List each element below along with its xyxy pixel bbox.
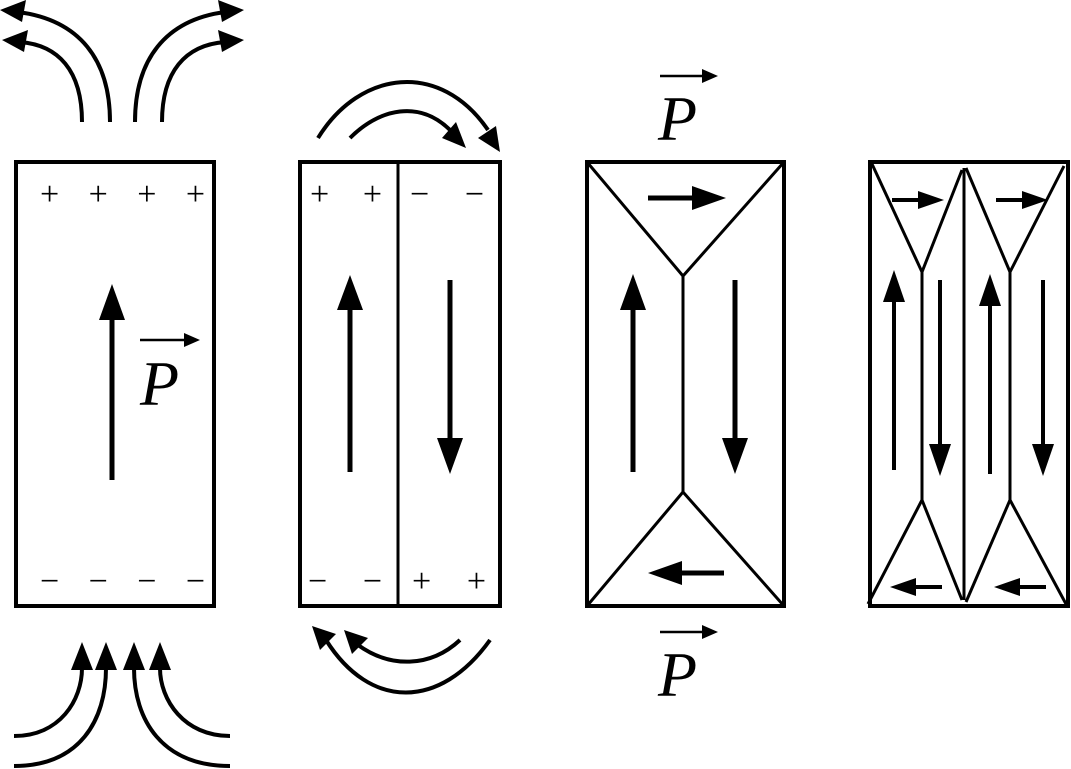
stray-field-bottom (13, 642, 231, 768)
p-symbol-bottom-3: P (657, 639, 697, 710)
bottom-right-charges: + + (412, 563, 486, 600)
top-charges: + + + + (40, 176, 205, 213)
arrows-up-4 (883, 270, 1001, 474)
top-right-charges: − − (410, 176, 484, 213)
crystal-box-1 (14, 160, 216, 608)
panel-single-domain: + + + + − − − − P (0, 0, 244, 768)
panel-closure-domains: P P (585, 69, 786, 710)
arrow-right-top-3 (648, 186, 726, 210)
panel-multi-closure-domains (866, 160, 1070, 608)
polarization-label-1: P (139, 333, 200, 419)
bottom-left-charges: − − (308, 563, 382, 600)
polarization-arrow-down-2 (437, 280, 463, 474)
crystal-box-4 (868, 160, 1070, 608)
top-left-charges: + + (310, 176, 382, 213)
arrows-left-bottom-4 (890, 578, 1046, 596)
polarization-arrow-up-2 (337, 275, 363, 472)
panel-two-domains: + + − − − − + + (298, 80, 502, 695)
p-symbol-1: P (139, 348, 179, 419)
arrows-right-top-4 (892, 191, 1048, 209)
polarization-arrow-up (99, 284, 125, 480)
closure-walls-3 (585, 161, 786, 607)
closure-walls-4 (866, 163, 1068, 605)
polarization-label-top-3: P (657, 69, 718, 154)
stray-field-top (0, 0, 244, 123)
arrows-down-4 (929, 280, 1054, 476)
polarization-label-bottom-3: P (657, 625, 718, 710)
crystal-box-3 (585, 160, 786, 608)
p-symbol-top-3: P (657, 83, 697, 154)
return-field-top (316, 80, 500, 152)
bottom-charges: − − − − (40, 563, 205, 600)
arrow-down-3 (722, 280, 748, 474)
arrow-up-3 (620, 274, 646, 472)
return-field-bottom (312, 626, 492, 695)
crystal-box-2 (298, 160, 502, 608)
arrow-left-bottom-3 (648, 561, 724, 585)
